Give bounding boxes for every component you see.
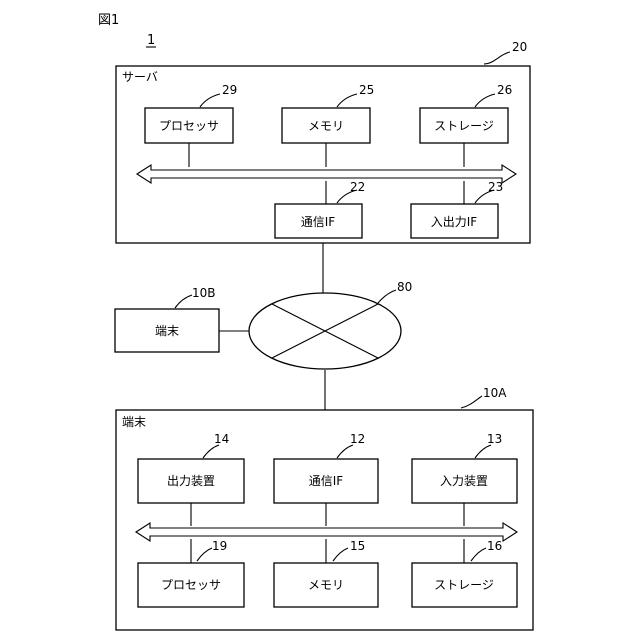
output-device-ref: 14 xyxy=(214,432,229,446)
terminal-a-leader xyxy=(461,396,482,408)
terminal-a-ref: 10A xyxy=(483,386,507,400)
server-label: サーバ xyxy=(122,70,158,84)
server-memory-ref: 25 xyxy=(359,83,374,97)
server-comm-if-ref: 22 xyxy=(350,180,365,194)
server-io-if-label: 入出力IF xyxy=(431,215,478,229)
server-ref-leader xyxy=(484,52,510,64)
terminal-b-ref: 10B xyxy=(192,286,216,300)
terminal-memory-label: メモリ xyxy=(308,578,344,592)
server-comm-if-label: 通信IF xyxy=(301,215,336,229)
terminal-memory-ref: 15 xyxy=(350,539,365,553)
terminal-b-leader xyxy=(175,295,192,308)
terminal-storage-label: ストレージ xyxy=(434,578,494,592)
server-memory-label: メモリ xyxy=(308,119,344,133)
server-storage-label: ストレージ xyxy=(434,119,494,133)
terminal-b-label: 端末 xyxy=(155,324,179,338)
terminal-processor-ref: 19 xyxy=(212,539,227,553)
terminal-comm-if-label: 通信IF xyxy=(309,474,344,488)
server-processor-ref: 29 xyxy=(222,83,237,97)
server-ref: 20 xyxy=(512,40,527,54)
network-ref-leader xyxy=(378,290,396,303)
network-ref: 80 xyxy=(397,280,412,294)
input-device-ref: 13 xyxy=(487,432,502,446)
terminal-storage-ref: 16 xyxy=(487,539,502,553)
server-storage-ref: 26 xyxy=(497,83,512,97)
terminal-processor-label: プロセッサ xyxy=(161,578,221,592)
terminal-a-label: 端末 xyxy=(122,415,146,429)
figure-label: 図1 xyxy=(98,13,119,28)
system-ref: 1 xyxy=(147,33,155,48)
input-device-label: 入力装置 xyxy=(440,474,488,488)
terminal-comm-if-ref: 12 xyxy=(350,432,365,446)
output-device-label: 出力装置 xyxy=(167,474,215,488)
server-processor-label: プロセッサ xyxy=(159,119,219,133)
server-io-if-ref: 23 xyxy=(488,180,503,194)
